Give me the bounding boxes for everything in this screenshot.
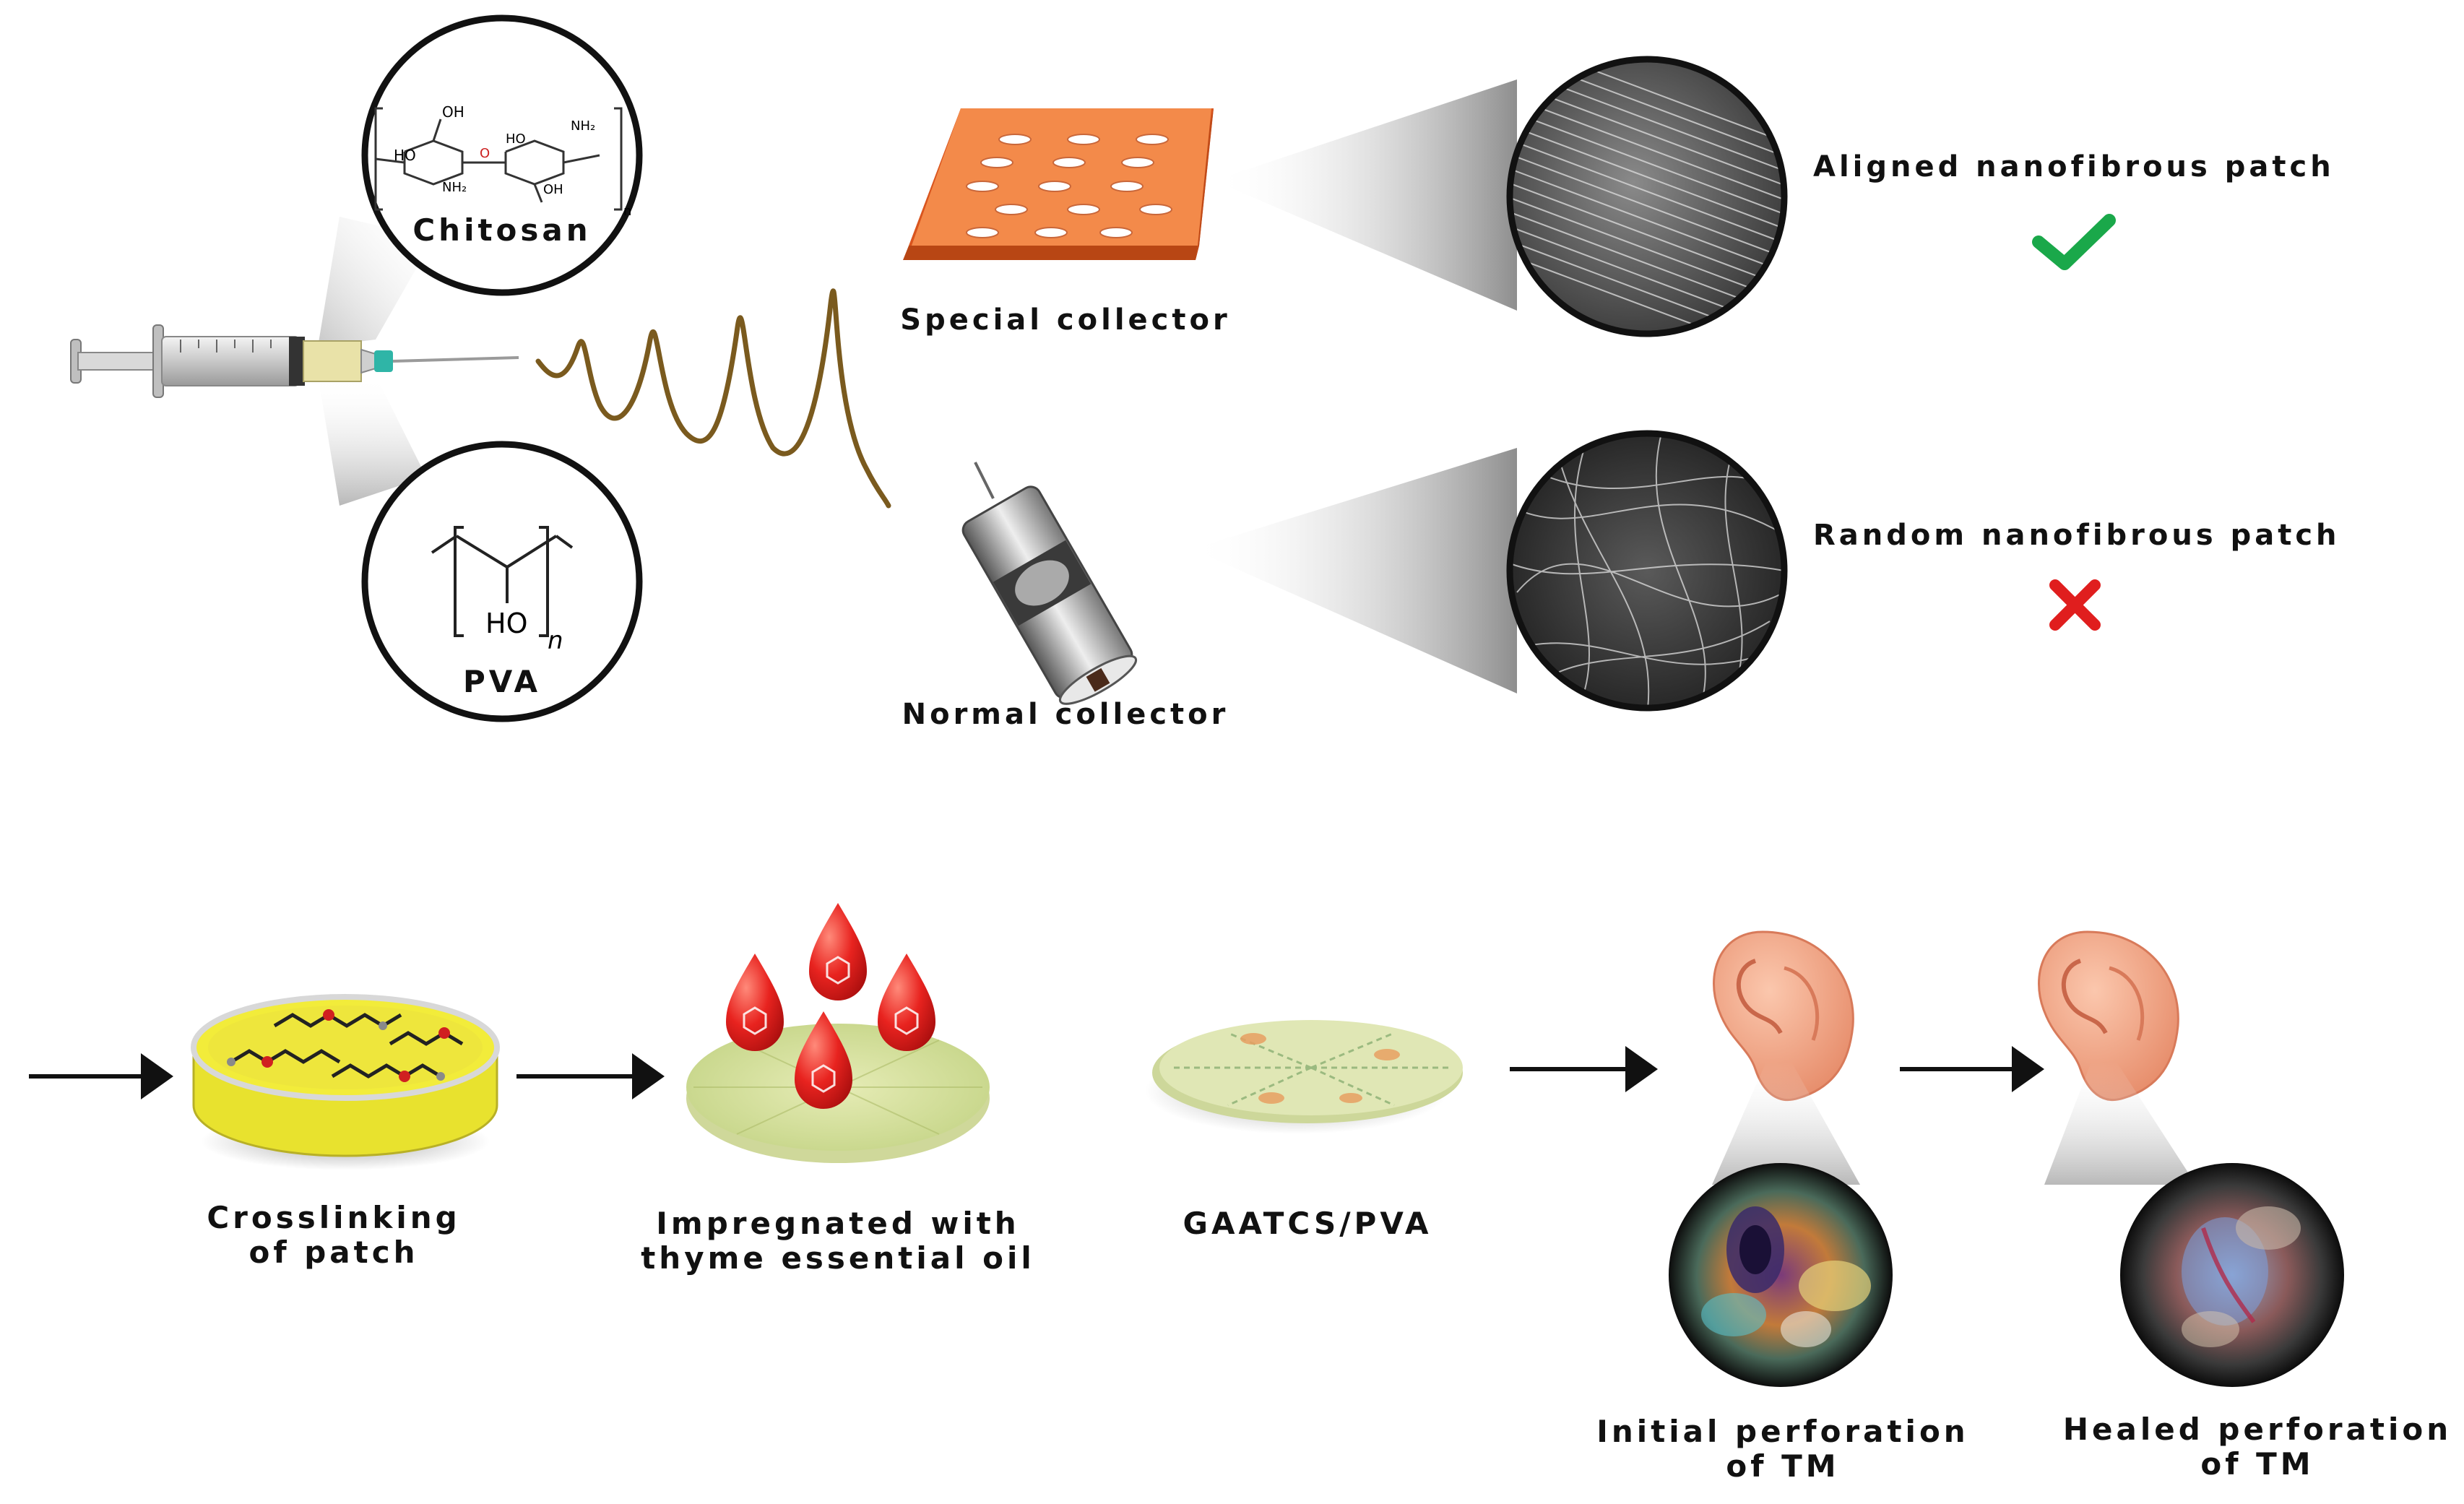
special-collector-label: Special collector [900,303,1231,337]
ear-beam-initial [1712,1062,1860,1185]
special-collector-plate [903,108,1214,260]
step-initial-line-1: Initial perforation [1596,1414,1969,1449]
syringe-to-pva-beam [318,376,426,506]
checkmark-icon [2032,214,2116,270]
process-arrow-2 [516,1053,665,1099]
random-beam [1192,448,1517,693]
step-initial-label: Initial perforation of TM [1596,1414,1968,1484]
step-healed-label: Healed perforation of TM [2063,1412,2452,1482]
chitosan-ho-right: HO [506,131,526,147]
pva-subscript-n: n [548,626,563,655]
process-arrow-1 [29,1053,173,1099]
random-patch-label: Random nanofibrous patch [1813,519,2340,552]
normal-collector-label: Normal collector [902,698,1229,731]
chitosan-structure [374,107,623,211]
gaatcs-pva-disc [1145,1020,1463,1134]
collector-pins [966,134,1172,238]
step-crosslinking-line-2: of patch [248,1235,419,1271]
step-impregnated-label: Impregnated with thyme essential oil [641,1206,1035,1276]
petri-dish-icon [191,994,500,1170]
step-crosslinking-line-1: Crosslinking [207,1200,461,1235]
otoscope-initial-image [1669,1163,1893,1387]
otoscope-healed-image [2120,1163,2344,1387]
chitosan-ho-left: HO [394,147,416,164]
chitosan-label: Chitosan [412,212,592,248]
chitosan-o-link: O [480,146,490,161]
step-healed-line-1: Healed perforation [2062,1412,2452,1447]
ear-beam-healed [2044,1062,2196,1185]
electrospun-fiber-jet [535,288,891,509]
sem-aligned-circle [1506,56,1788,337]
pva-label: PVA [463,664,541,699]
aligned-beam [1214,79,1517,311]
step-healed-line-2: of TM [2200,1446,2314,1482]
pva-formula-circle [361,441,643,722]
step-crosslinking-label: Crosslinking of patch [207,1200,461,1271]
step-gaatcs-label: GAATCS/PVA [1183,1206,1432,1241]
process-arrow-4 [1900,1046,2044,1092]
chitosan-oh-bottom: OH [543,182,563,197]
chitosan-oh-top: OH [442,103,464,121]
ear-icon [2038,930,2179,1102]
aligned-patch-label: Aligned nanofibrous patch [1813,150,2335,183]
step-gaatcs-line-1: GAATCS/PVA [1183,1206,1432,1241]
normal-collector-cylinder [961,462,1138,705]
syringe-icon [70,324,519,398]
pva-ho-group: HO [485,608,527,639]
process-arrow-3 [1510,1046,1658,1092]
step-impregnated-line-2: thyme essential oil [641,1240,1035,1276]
chitosan-formula-circle [361,14,643,296]
sem-random-circle [1506,430,1788,712]
chitosan-nh2-right: NH₂ [571,118,595,134]
chitosan-n: n [623,204,631,219]
step-impregnated-line-1: Impregnated with [656,1206,1020,1241]
oil-drop-icon [726,903,935,1109]
pva-structure [431,526,574,637]
chitosan-nh2-left: NH₂ [442,180,467,195]
step-initial-line-2: of TM [1726,1448,1840,1484]
cross-icon [2049,579,2101,631]
